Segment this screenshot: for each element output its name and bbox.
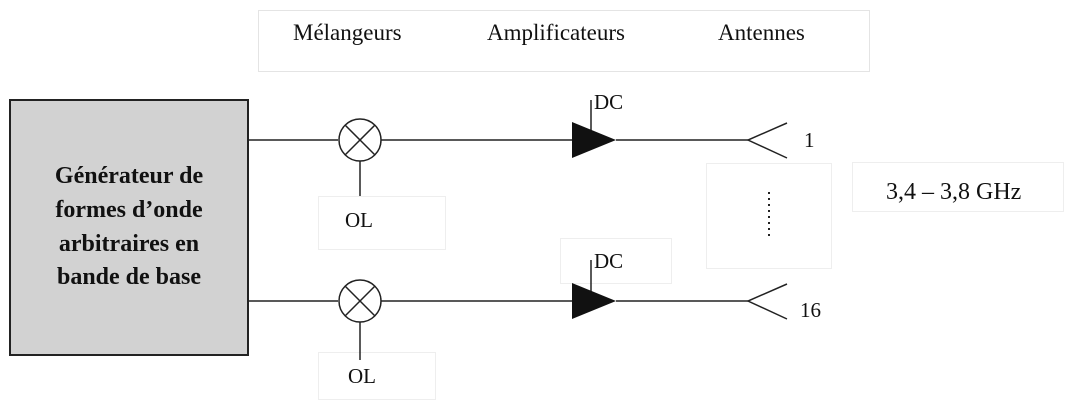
generator-label-line-4: bande de base bbox=[56, 264, 202, 291]
header-antennas: Antennes bbox=[718, 20, 805, 45]
antenna-2-icon bbox=[746, 283, 788, 320]
ellipsis-frame bbox=[706, 163, 832, 269]
generator-label-line-3: arbitraires en bbox=[58, 230, 200, 257]
antenna-label-1: 1 bbox=[804, 128, 815, 152]
amplifier-1-icon bbox=[572, 122, 616, 158]
header-mixers: Mélangeurs bbox=[293, 20, 402, 45]
ol-label-1: OL bbox=[345, 208, 373, 232]
generator-label: Générateur de formes d’onde arbitraires … bbox=[55, 160, 203, 294]
frequency-band-label: 3,4 – 3,8 GHz bbox=[886, 179, 1022, 205]
antenna-label-16: 16 bbox=[800, 298, 821, 322]
frequency-frame bbox=[852, 162, 1064, 212]
amplifier-2-icon bbox=[572, 283, 616, 319]
dc-frame-2 bbox=[560, 238, 672, 284]
dc-label-2: DC bbox=[594, 249, 624, 273]
generator-label-line-2: formes d’onde bbox=[55, 196, 203, 223]
generator-label-line-1: Générateur de bbox=[54, 163, 204, 190]
header-amplifiers: Amplificateurs bbox=[487, 20, 625, 45]
ol-label-2: OL bbox=[348, 364, 376, 388]
ol-frame-2 bbox=[318, 352, 436, 400]
antenna-1-icon bbox=[746, 122, 788, 159]
header-frame bbox=[258, 10, 870, 72]
baseband-generator-block: Générateur de formes d’onde arbitraires … bbox=[9, 99, 249, 356]
ol-frame-1 bbox=[318, 196, 446, 250]
dc-label-1: DC bbox=[594, 90, 624, 114]
